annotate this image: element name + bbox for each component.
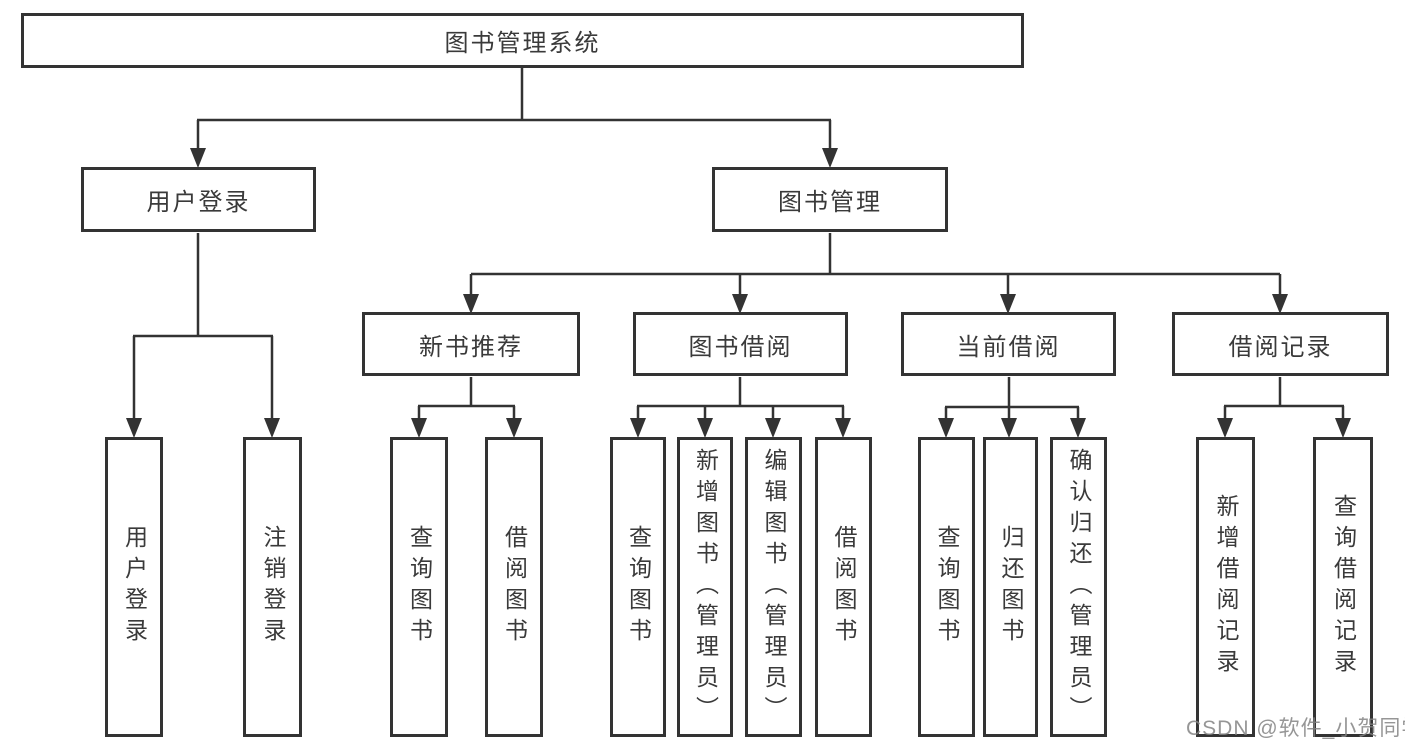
leaf-confirm-return-admin: 确认归还（管理员） <box>1050 437 1107 737</box>
leaf-borrow-books: 借阅图书 <box>815 437 872 737</box>
node-library-management-system: 图书管理系统 <box>21 13 1024 68</box>
leaf-borrow-books-recommendation: 借阅图书 <box>485 437 543 737</box>
node-new-book-recommendation: 新书推荐 <box>362 312 580 376</box>
leaf-logout: 注销登录 <box>243 437 302 737</box>
leaf-query-books-borrowing: 查询图书 <box>610 437 666 737</box>
node-user-login: 用户登录 <box>81 167 316 232</box>
node-current-borrowing: 当前借阅 <box>901 312 1116 376</box>
node-borrowing-records: 借阅记录 <box>1172 312 1389 376</box>
leaf-return-books: 归还图书 <box>983 437 1038 737</box>
leaf-add-books-admin: 新增图书（管理员） <box>677 437 733 737</box>
leaf-query-books-recommendation: 查询图书 <box>390 437 448 737</box>
node-book-management: 图书管理 <box>712 167 948 232</box>
leaf-user-login: 用户登录 <box>105 437 163 737</box>
leaf-add-borrow-record: 新增借阅记录 <box>1196 437 1255 737</box>
watermark-text: CSDN @软件_小贺同学 <box>1186 717 1405 740</box>
node-book-borrowing: 图书借阅 <box>633 312 848 376</box>
leaf-query-borrow-record: 查询借阅记录 <box>1313 437 1373 737</box>
leaf-query-books-current: 查询图书 <box>918 437 975 737</box>
leaf-edit-books-admin: 编辑图书（管理员） <box>745 437 802 737</box>
